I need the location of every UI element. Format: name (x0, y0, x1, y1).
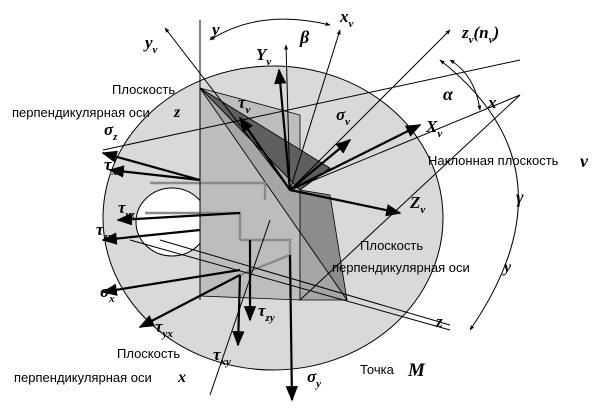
axis-y: y (210, 20, 220, 39)
oblique-plane-symbol: ν (580, 151, 589, 171)
label-sigma-y: σy (307, 367, 321, 390)
angle-alpha: α (443, 84, 454, 104)
label-tau-xy: τxy (213, 345, 231, 368)
plane-x-label-line2: перпендикулярная оси (14, 370, 152, 385)
label-Z-nu: Zν (409, 193, 425, 216)
plane-x-axis-symbol: x (177, 369, 186, 386)
label-sigma-z: σz (104, 120, 118, 143)
label-tau-yz: τyz (118, 198, 135, 221)
plane-z-label-line1: Плоскость (112, 82, 175, 97)
plane-y-axis-symbol: y (502, 259, 512, 276)
label-sigma-nu: σν (336, 105, 350, 128)
angle-gamma: γ (516, 187, 524, 207)
angle-beta: β (299, 27, 310, 47)
oblique-plane-label: Наклонная плоскость (428, 153, 559, 168)
axis-x: x (487, 93, 497, 112)
label-sigma-x: σx (100, 282, 115, 305)
plane-y-label-line1: Плоскость (360, 238, 423, 253)
label-tau-xz: τxz (104, 155, 122, 178)
angle-arcs (209, 18, 519, 331)
label-tau-nu: τν (238, 93, 251, 116)
axis-y-nu: yν (143, 33, 158, 56)
plane-z-label-line2: перпендикулярная оси (12, 105, 150, 120)
plane-z-axis-symbol: z (173, 104, 181, 121)
stress-arrows (101, 68, 422, 402)
axis-z: z (435, 312, 443, 331)
label-tau-zx: τzx (96, 220, 114, 243)
point-m-symbol: M (407, 360, 426, 381)
plane-y-label-line2: перпендикулярная оси (332, 260, 470, 275)
plane-x-label-line1: Плоскость (117, 346, 180, 361)
axis-x-nu: xν (339, 7, 354, 30)
label-X-nu: Xν (425, 117, 442, 140)
label-tau-yx: τyx (155, 317, 173, 340)
point-m-label: Точка (360, 362, 395, 377)
axis-z-nu-n-nu: zν(nν) (461, 23, 499, 46)
label-tau-zy: τzy (258, 301, 275, 324)
section-circle (135, 187, 209, 257)
label-Y-nu: Yν (256, 45, 271, 68)
